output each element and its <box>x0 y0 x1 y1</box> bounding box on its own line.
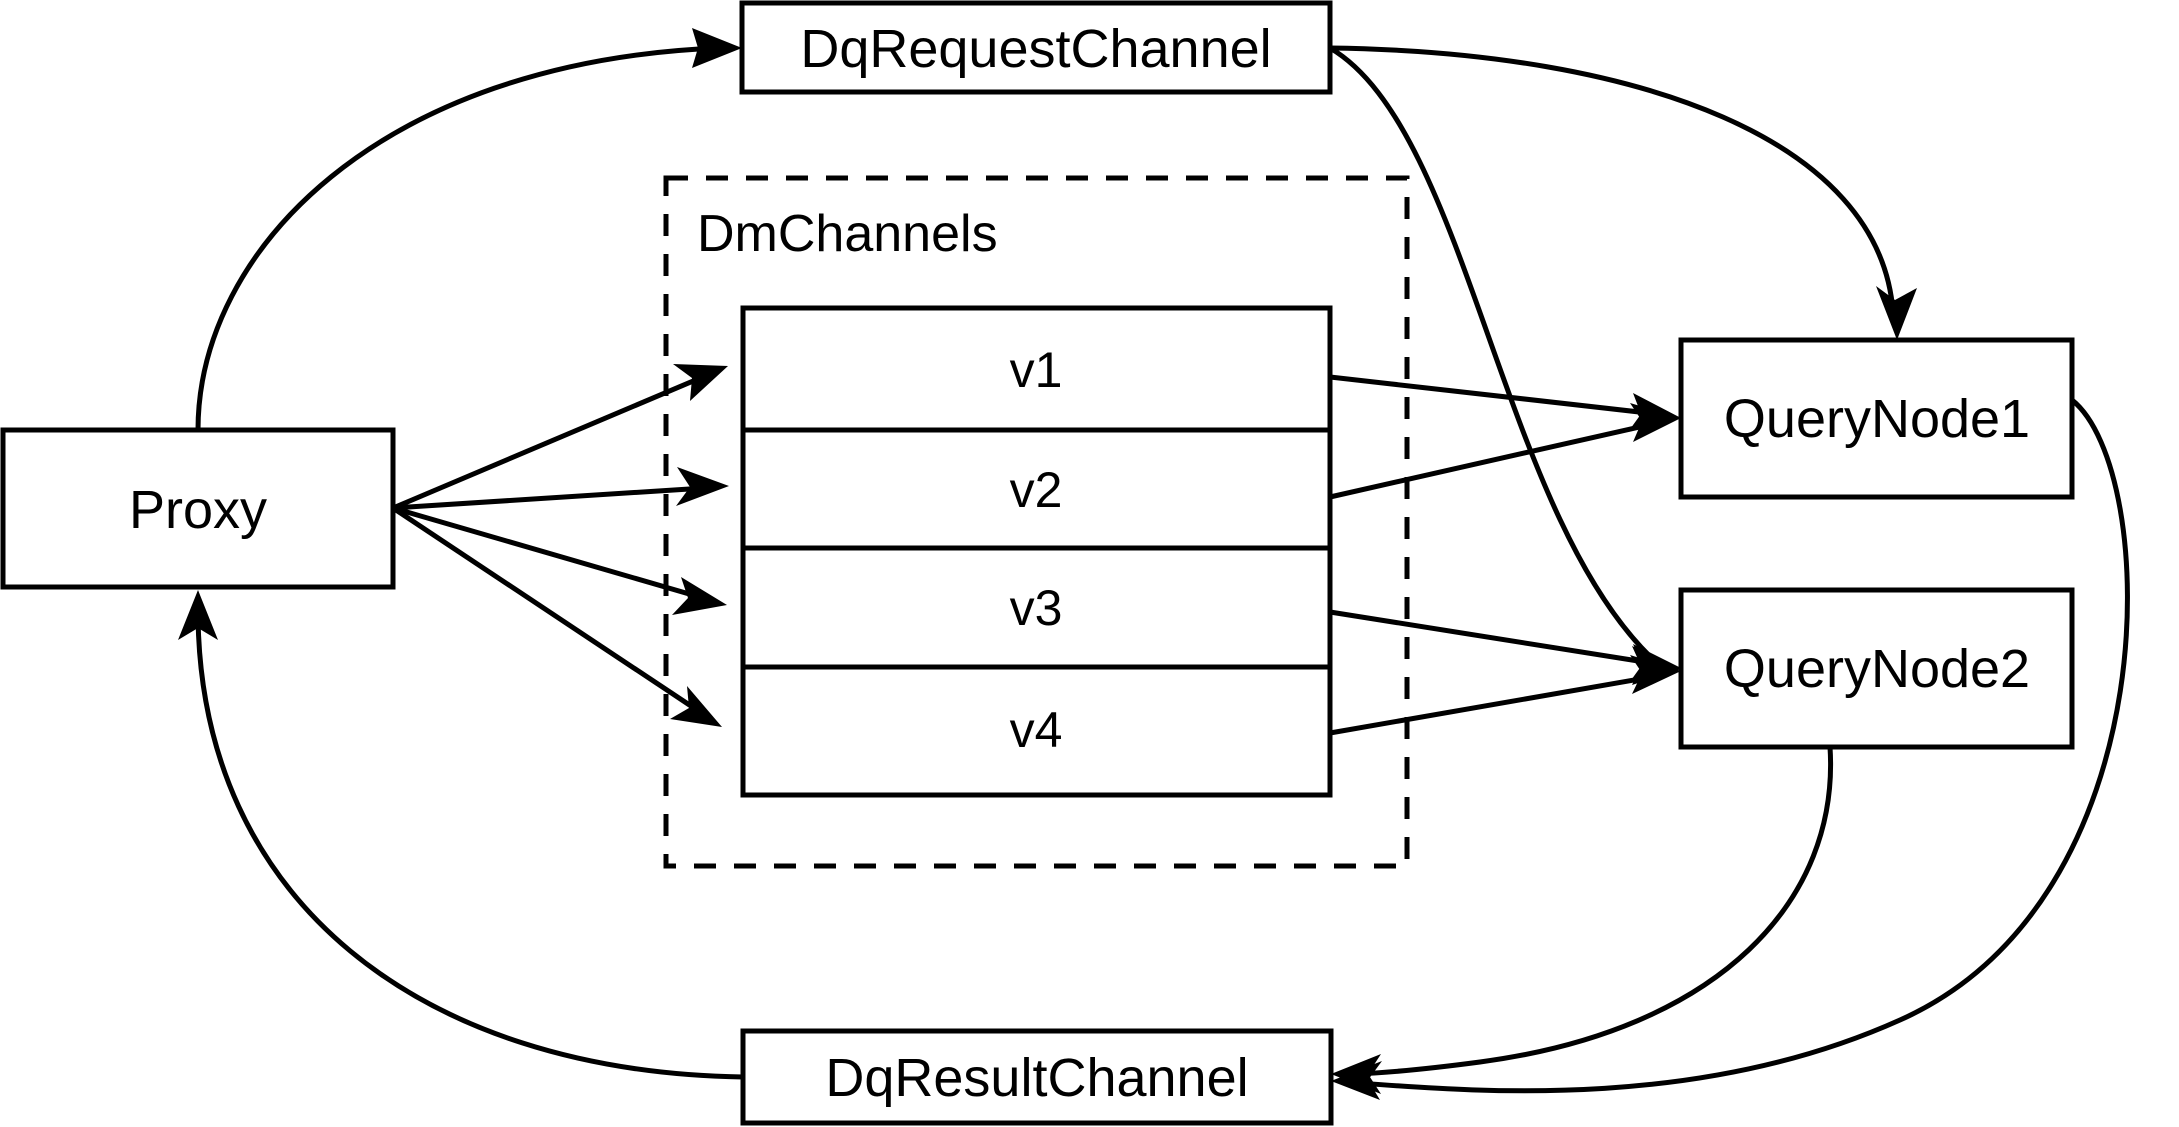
node-query-node-2[interactable]: QueryNode2 <box>1678 587 2075 750</box>
vchannel-row-v1[interactable]: v1 <box>740 305 1333 433</box>
vchannel-table: v1 v2 v3 v4 <box>740 305 1333 798</box>
vchannel-row-v2[interactable]: v2 <box>740 427 1333 551</box>
edge-querynode1-to-dqresultchannel <box>1331 398 2130 1100</box>
edge-querynode2-to-dqresultchannel <box>1331 746 1834 1094</box>
edge-proxy-to-v4 <box>391 505 722 727</box>
edge-v2-to-querynode1 <box>1329 403 1681 500</box>
edge-proxy-to-dqrequestchannel <box>195 28 742 431</box>
edge-proxy-to-v2 <box>392 467 729 511</box>
edge-dqrequestchannel-to-querynode2 <box>1328 45 1681 685</box>
edge-proxy-to-v3 <box>392 505 727 615</box>
vchannel-row-v4[interactable]: v4 <box>740 664 1333 798</box>
node-dq-request-channel[interactable]: DqRequestChannel <box>739 0 1333 95</box>
vchannel-row-label: v2 <box>1010 462 1063 518</box>
node-proxy-label: Proxy <box>129 480 267 540</box>
edge-dqresultchannel-to-proxy <box>178 590 744 1080</box>
dmchannels-group: DmChannels <box>663 175 1410 869</box>
edge-v3-to-querynode2 <box>1329 609 1681 683</box>
edge-dqrequestchannel-to-querynode1 <box>1329 45 1917 340</box>
edge-proxy-to-v1 <box>392 364 728 511</box>
vchannel-row-label: v3 <box>1010 580 1063 636</box>
vchannel-row-v3[interactable]: v3 <box>740 545 1333 670</box>
node-query-node-1-label: QueryNode1 <box>1724 389 2030 449</box>
edge-v4-to-querynode2 <box>1329 655 1681 736</box>
node-query-node-2-label: QueryNode2 <box>1724 639 2030 699</box>
dmchannels-group-label: DmChannels <box>697 205 998 263</box>
node-dq-result-channel-label: DqResultChannel <box>825 1048 1248 1108</box>
vchannel-row-label: v1 <box>1010 342 1063 398</box>
node-query-node-1[interactable]: QueryNode1 <box>1678 337 2075 500</box>
node-dq-request-channel-label: DqRequestChannel <box>800 19 1271 79</box>
vchannel-row-label: v4 <box>1010 702 1063 758</box>
node-dq-result-channel[interactable]: DqResultChannel <box>740 1028 1334 1126</box>
node-proxy[interactable]: Proxy <box>0 427 396 590</box>
